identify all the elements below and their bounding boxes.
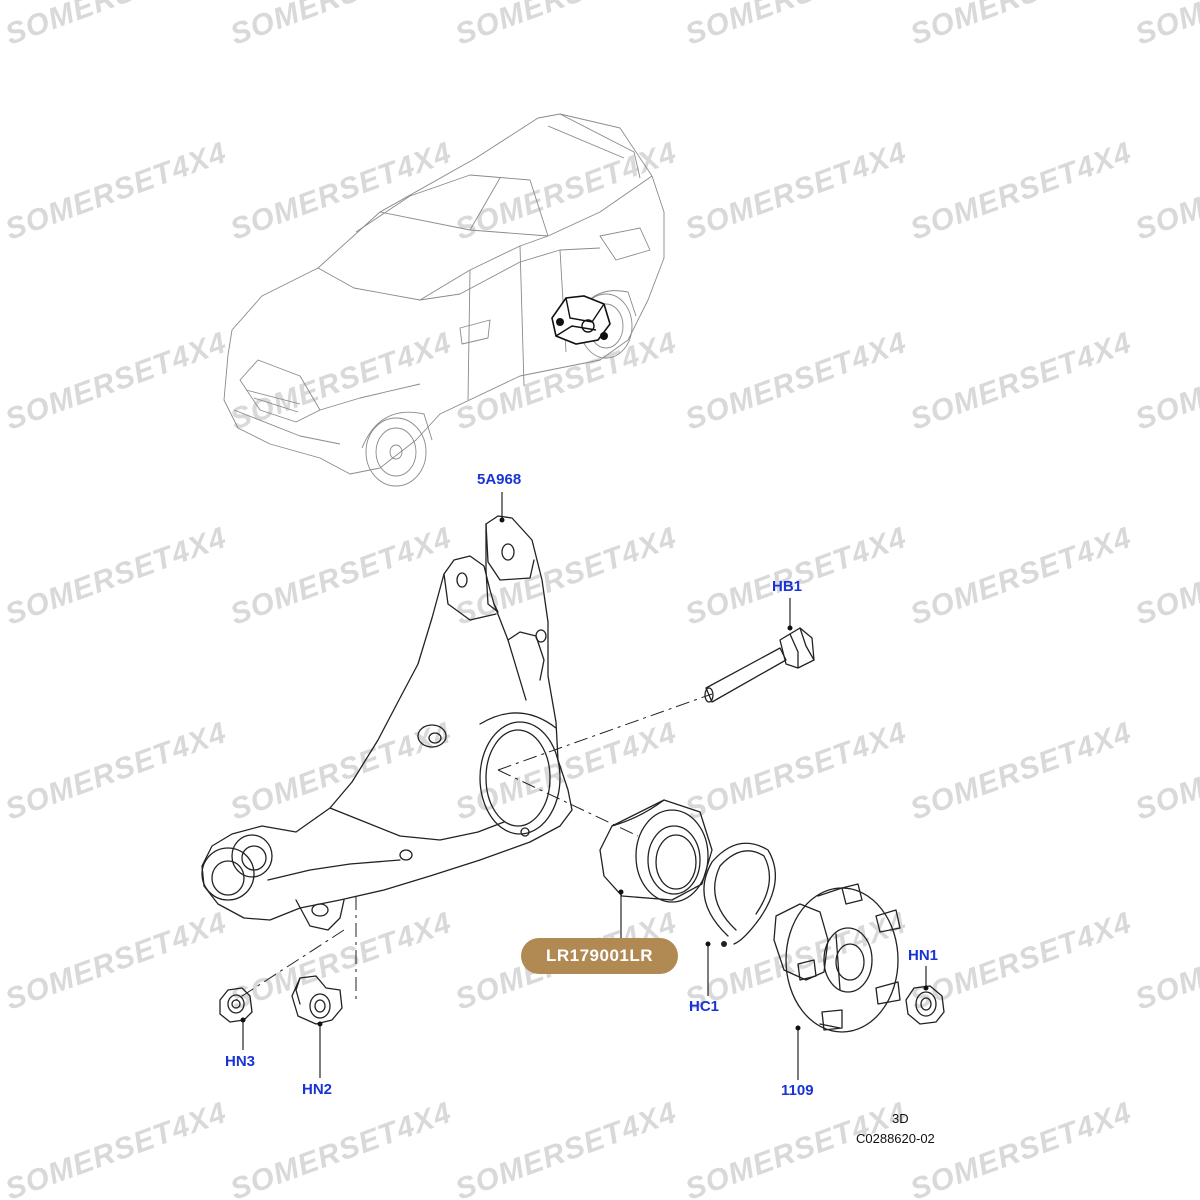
view-label: 3D [892, 1111, 909, 1126]
leader-lines [240, 492, 929, 1080]
svg-text:SOMERSET4X4: SOMERSET4X4 [681, 326, 911, 437]
callout-hc1[interactable]: HC1 [689, 998, 720, 1015]
bracket-nut-hn2-part [291, 975, 343, 1025]
svg-text:SOMERSET4X4: SOMERSET4X4 [681, 521, 911, 632]
highlighted-rear-suspension [551, 295, 611, 345]
svg-text:SOMERSET4X4: SOMERSET4X4 [906, 716, 1136, 827]
svg-text:SOMERSET4X4: SOMERSET4X4 [1131, 326, 1200, 437]
svg-text:SOMERSET4X4: SOMERSET4X4 [681, 716, 911, 827]
nut-hn3-axis-line [235, 929, 345, 1001]
svg-text:SOMERSET4X4: SOMERSET4X4 [451, 136, 681, 247]
svg-text:SOMERSET4X4: SOMERSET4X4 [1, 1096, 231, 1200]
svg-text:SOMERSET4X4: SOMERSET4X4 [906, 136, 1136, 247]
svg-text:SOMERSET4X4: SOMERSET4X4 [1, 716, 231, 827]
part-number-badge[interactable]: LR179001LR [521, 938, 678, 974]
svg-text:SOMERSET4X4: SOMERSET4X4 [1, 326, 231, 437]
svg-text:SOMERSET4X4: SOMERSET4X4 [1, 0, 231, 52]
svg-text:SOMERSET4X4: SOMERSET4X4 [226, 136, 456, 247]
svg-text:SOMERSET4X4: SOMERSET4X4 [226, 521, 456, 632]
svg-text:SOMERSET4X4: SOMERSET4X4 [681, 0, 911, 52]
svg-text:SOMERSET4X4: SOMERSET4X4 [906, 326, 1136, 437]
callout-hn2[interactable]: HN2 [302, 1081, 333, 1098]
bolt-axis-line [497, 693, 713, 771]
svg-text:SOMERSET4X4: SOMERSET4X4 [451, 716, 681, 827]
svg-text:SOMERSET4X4: SOMERSET4X4 [451, 1096, 681, 1200]
svg-text:SOMERSET4X4: SOMERSET4X4 [1131, 136, 1200, 247]
vehicle-illustration [223, 113, 665, 487]
svg-text:SOMERSET4X4: SOMERSET4X4 [681, 136, 911, 247]
wheel-bearing-part [599, 799, 713, 903]
callout-hn3[interactable]: HN3 [225, 1053, 256, 1070]
svg-text:SOMERSET4X4: SOMERSET4X4 [226, 1096, 456, 1200]
svg-text:SOMERSET4X4: SOMERSET4X4 [226, 326, 456, 437]
svg-text:SOMERSET4X4: SOMERSET4X4 [226, 716, 456, 827]
svg-text:SOMERSET4X4: SOMERSET4X4 [906, 1096, 1136, 1200]
circlip-part [703, 842, 776, 947]
callout-5a968[interactable]: 5A968 [477, 471, 522, 488]
hub-bolt-part [704, 627, 815, 703]
callout-1109[interactable]: 1109 [781, 1082, 814, 1099]
svg-text:SOMERSET4X4: SOMERSET4X4 [1131, 521, 1200, 632]
callout-hn1[interactable]: HN1 [908, 947, 939, 964]
svg-text:SOMERSET4X4: SOMERSET4X4 [451, 0, 681, 52]
svg-text:SOMERSET4X4: SOMERSET4X4 [1, 906, 231, 1017]
svg-text:SOMERSET4X4: SOMERSET4X4 [681, 1096, 911, 1200]
svg-text:SOMERSET4X4: SOMERSET4X4 [451, 326, 681, 437]
wheel-hub-part [773, 883, 901, 1033]
svg-text:SOMERSET4X4: SOMERSET4X4 [1131, 716, 1200, 827]
svg-text:SOMERSET4X4: SOMERSET4X4 [1131, 0, 1200, 52]
svg-text:SOMERSET4X4: SOMERSET4X4 [906, 521, 1136, 632]
hub-nut-part [905, 985, 945, 1025]
svg-text:SOMERSET4X4: SOMERSET4X4 [906, 0, 1136, 52]
flange-nut-hn3-part [219, 987, 253, 1023]
svg-text:SOMERSET4X4: SOMERSET4X4 [1, 136, 231, 247]
svg-text:SOMERSET4X4: SOMERSET4X4 [1, 521, 231, 632]
svg-text:SOMERSET4X4: SOMERSET4X4 [1131, 906, 1200, 1017]
diagram-reference: C0288620-02 [856, 1131, 935, 1146]
callout-hb1[interactable]: HB1 [772, 578, 803, 595]
rear-knuckle-part [201, 515, 573, 931]
svg-text:SOMERSET4X4: SOMERSET4X4 [226, 0, 456, 52]
svg-text:SOMERSET4X4: SOMERSET4X4 [906, 906, 1136, 1017]
